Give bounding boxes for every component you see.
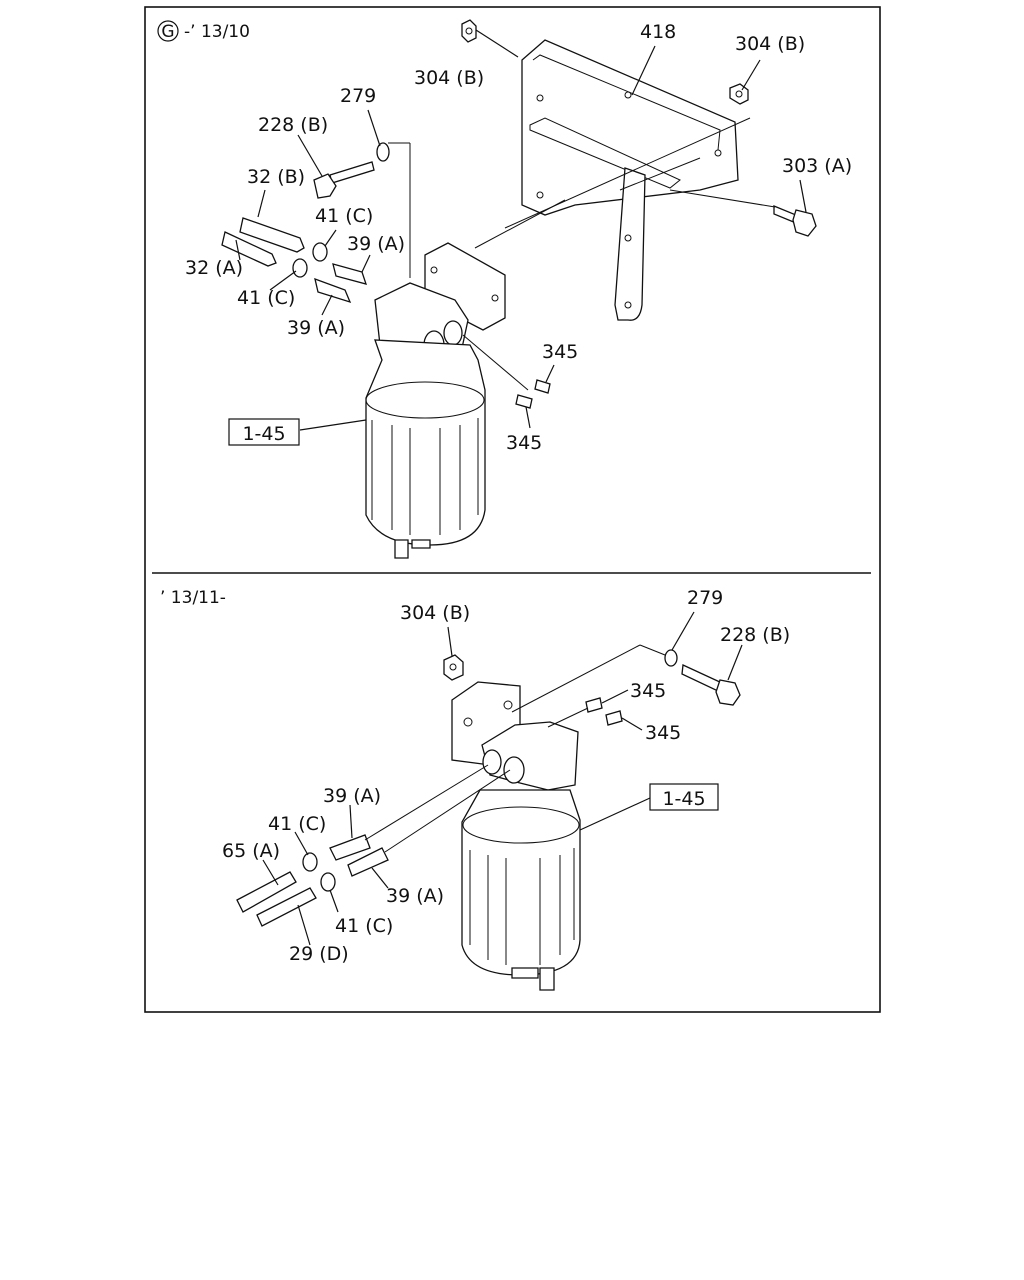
filter-bowl-drawing	[365, 339, 486, 559]
fittings-39a-drawing	[314, 263, 367, 304]
clamps-41c-drawing	[302, 852, 336, 892]
hoses-32-drawing	[221, 217, 305, 267]
bottom-panel: ’ 13/11-	[160, 587, 790, 991]
label-39a-lower: 39 (A)	[386, 885, 444, 907]
label-29d: 29 (D)	[289, 943, 349, 965]
label-304b-left: 304 (B)	[414, 67, 484, 89]
label-39a-upper: 39 (A)	[347, 233, 405, 255]
label-41c-lower: 41 (C)	[237, 287, 295, 309]
label-345-upper: 345	[542, 341, 578, 363]
g-circle-icon	[157, 20, 179, 42]
label-228b: 228 (B)	[720, 624, 790, 646]
bolt-228b-drawing	[313, 142, 390, 199]
label-41c-lower: 41 (C)	[335, 915, 393, 937]
label-65a: 65 (A)	[222, 840, 280, 862]
top-leader-lines	[235, 29, 807, 431]
label-303a: 303 (A)	[782, 155, 852, 177]
label-345-lower: 345	[506, 432, 542, 454]
part-ref-box	[228, 418, 300, 446]
label-279: 279	[687, 587, 723, 609]
filter-bowl-drawing	[461, 789, 581, 991]
label-345-lower: 345	[645, 722, 681, 744]
clamps-41c-drawing	[292, 242, 328, 278]
part-ref-box	[649, 783, 719, 811]
top-header-text: -’ 13/10	[184, 22, 250, 42]
label-279: 279	[340, 85, 376, 107]
filter-head-drawing	[451, 681, 579, 791]
label-41c-upper: 41 (C)	[268, 813, 326, 835]
bottom-leader-lines	[262, 611, 743, 946]
top-panel: G -’ 13/10	[157, 19, 852, 559]
header-symbol: G	[161, 22, 174, 42]
diagram-frame	[144, 6, 881, 1013]
label-228b: 228 (B)	[258, 114, 328, 136]
label-1-45: 1-45	[242, 423, 285, 445]
nut-304b-drawing	[443, 654, 464, 681]
label-39a-upper: 39 (A)	[323, 785, 381, 807]
nut-304b-drawing	[461, 19, 749, 105]
bolt-228b-drawing	[664, 649, 741, 706]
bottom-header-text: ’ 13/11-	[160, 588, 226, 608]
label-41c-upper: 41 (C)	[315, 205, 373, 227]
hoses-bottom-drawing	[236, 871, 317, 927]
label-39a-lower: 39 (A)	[287, 317, 345, 339]
bolt-303a-drawing	[773, 205, 817, 237]
bracket-418-drawing	[521, 39, 739, 321]
label-32b: 32 (B)	[247, 166, 305, 188]
fittings-39a-drawing	[329, 834, 389, 877]
label-1-45: 1-45	[662, 788, 705, 810]
label-304b-right: 304 (B)	[735, 33, 805, 55]
label-345-upper: 345	[630, 680, 666, 702]
label-32a: 32 (A)	[185, 257, 243, 279]
label-418: 418	[640, 21, 676, 43]
plugs-345-drawing	[515, 379, 551, 409]
label-304b: 304 (B)	[400, 602, 470, 624]
